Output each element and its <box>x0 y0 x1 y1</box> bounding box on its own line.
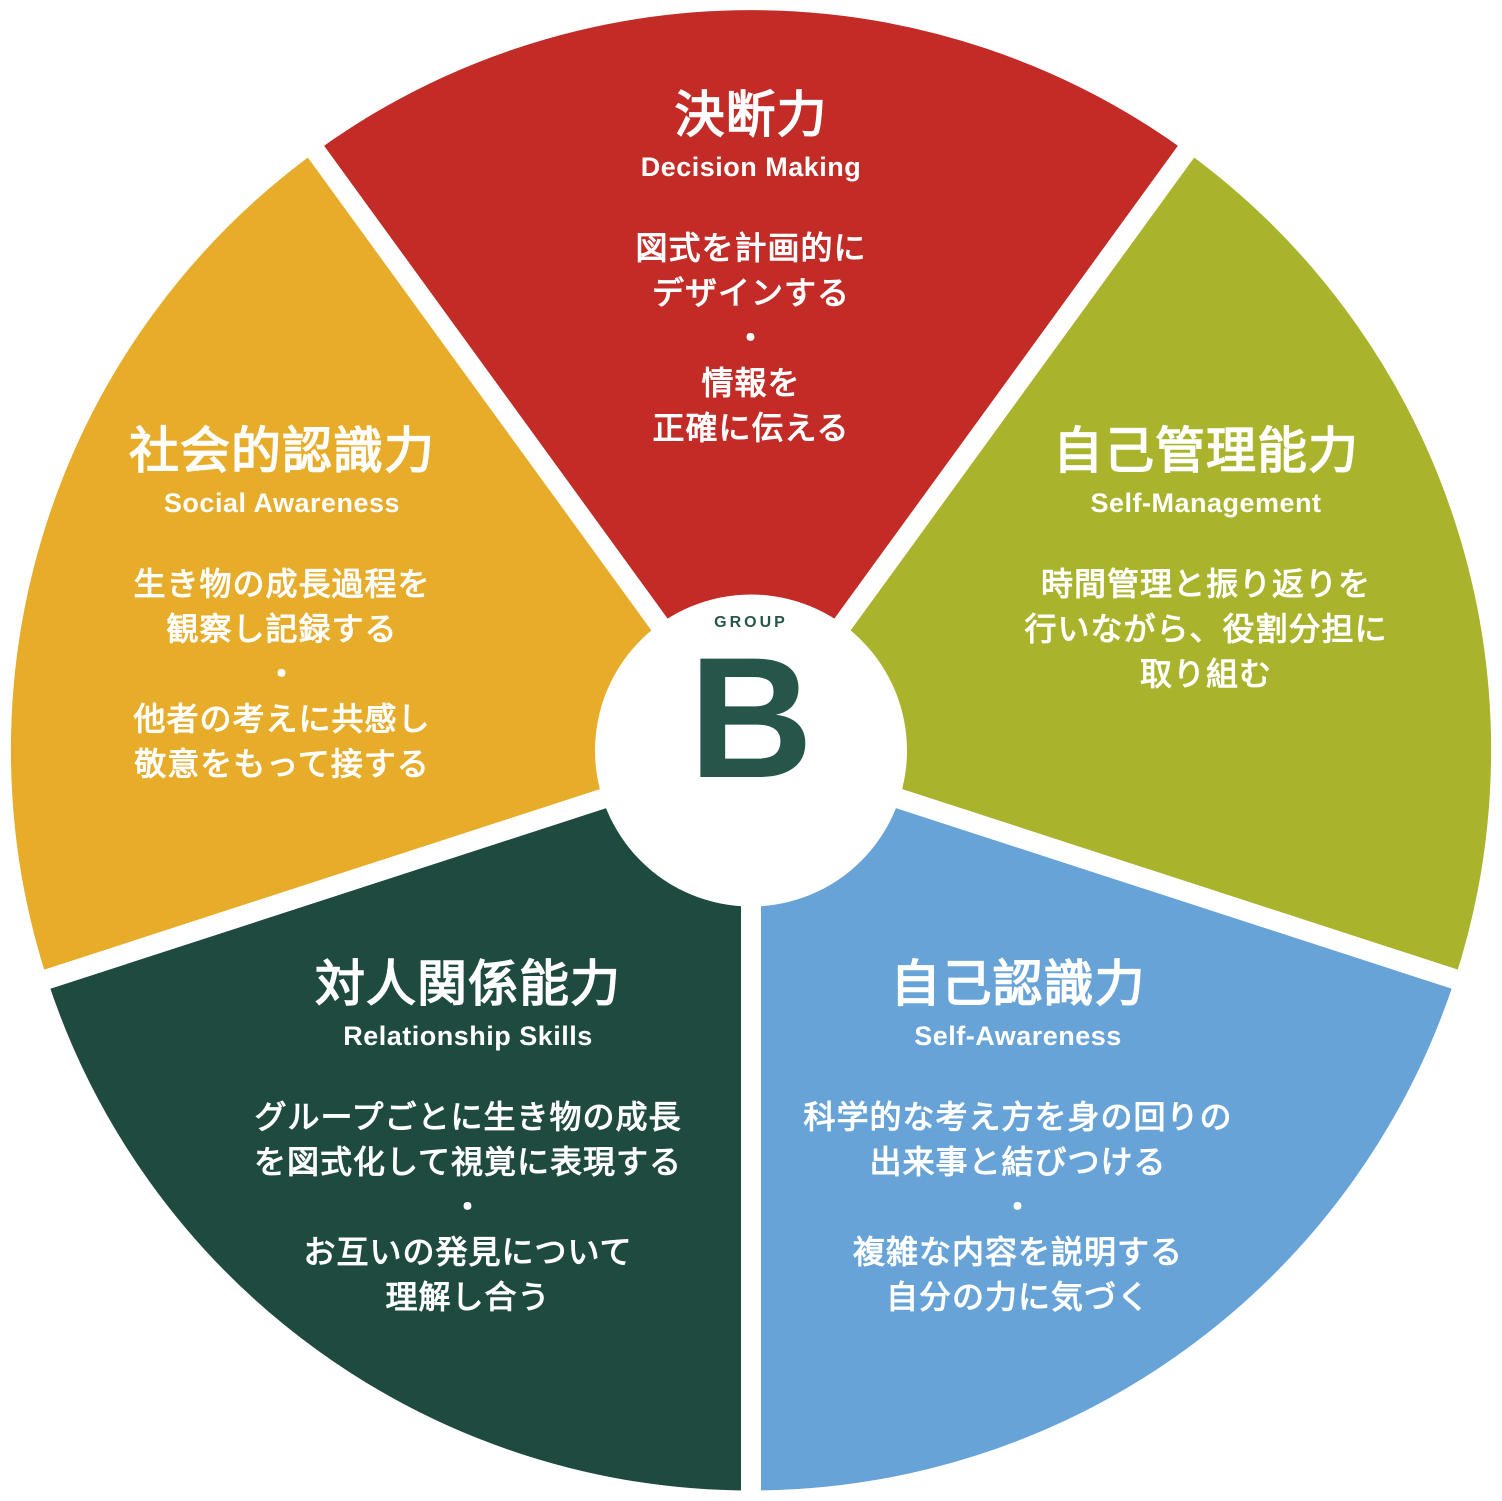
segment-title-self-management: 自己管理能力 <box>1053 423 1359 479</box>
segment-subtitle-relationship-skills: Relationship Skills <box>343 1021 593 1051</box>
center-group-letter: B <box>688 622 814 814</box>
segment-body-self-management: 時間管理と振り返りを 行いながら、役割分担に 取り組む <box>1024 566 1388 692</box>
segment-subtitle-decision-making: Decision Making <box>640 152 862 182</box>
segment-label-social-awareness: 社会的認識力 Social Awareness 生き物の成長過程を 観察し記録す… <box>62 422 502 787</box>
segment-label-relationship-skills: 対人関係能力 Relationship Skills グループごとに生き物の成長… <box>218 955 718 1320</box>
slice-self-awareness-shape <box>741 736 1477 1501</box>
segment-title-decision-making: 決断力 <box>674 87 828 143</box>
slice-relationship-skills-shape <box>25 736 761 1501</box>
segment-label-decision-making: 決断力 Decision Making 図式を計画的に デザインする ・ 情報を… <box>521 86 981 451</box>
center-label: GROUP B <box>591 614 911 814</box>
segment-body-social-awareness: 生き物の成長過程を 観察し記録する ・ 他者の考えに共感し 敬意をもって接する <box>133 566 431 782</box>
segment-title-self-awareness: 自己認識力 <box>890 956 1146 1012</box>
segment-body-relationship-skills: グループごとに生き物の成長 を図式化して視覚に表現する ・ お互いの発見について… <box>253 1099 683 1315</box>
center-group-eyebrow: GROUP <box>714 614 788 631</box>
segment-title-relationship-skills: 対人関係能力 <box>315 956 621 1012</box>
slice-self-management-shape <box>734 129 1502 995</box>
segment-subtitle-self-management: Self-Management <box>1090 488 1322 518</box>
segment-title-social-awareness: 社会的認識力 <box>129 423 435 479</box>
center-circle <box>595 594 907 907</box>
segment-subtitle-social-awareness: Social Awareness <box>163 488 401 518</box>
segment-body-decision-making: 図式を計画的に デザインする ・ 情報を 正確に伝える <box>635 230 867 446</box>
segment-body-self-awareness: 科学的な考え方を身の回りの 出来事と結びつける ・ 複雑な内容を説明する 自分の… <box>803 1099 1233 1315</box>
slice-decision-making-shape <box>296 0 1206 768</box>
segment-label-self-management: 自己管理能力 Self-Management 時間管理と振り返りを 行いながら、… <box>966 422 1446 697</box>
slice-social-awareness-shape <box>0 129 768 995</box>
segment-subtitle-self-awareness: Self-Awareness <box>914 1021 1122 1051</box>
segment-label-self-awareness: 自己認識力 Self-Awareness 科学的な考え方を身の回りの 出来事と結… <box>768 955 1268 1320</box>
